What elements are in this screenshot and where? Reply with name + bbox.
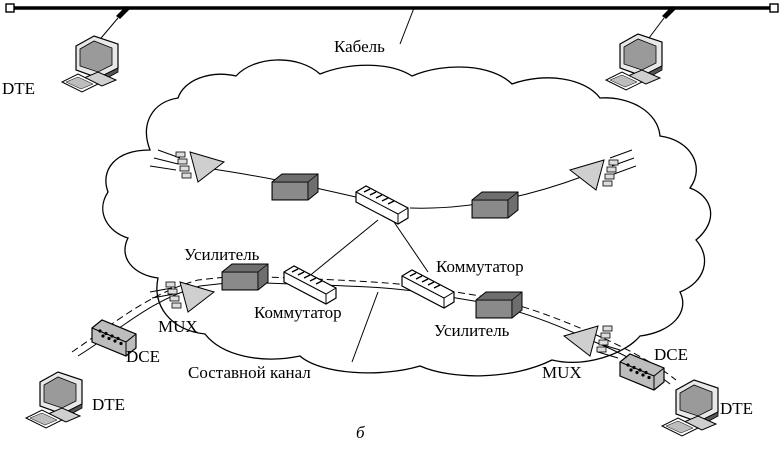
dte-label-bottom-left: DTE xyxy=(92,395,125,414)
dte-label-bottom-right: DTE xyxy=(720,399,753,418)
amplifier-upper-right xyxy=(471,191,519,219)
amplifier-upper-left xyxy=(271,173,319,201)
cable-label: Кабель xyxy=(334,37,385,56)
mux-label-left: MUX xyxy=(158,317,198,336)
switch-label-2: Коммутатор xyxy=(436,257,524,276)
dce-label-left: DCE xyxy=(126,347,160,366)
dte-computer-top-right xyxy=(605,33,663,91)
amplifier-lower-right xyxy=(475,291,523,319)
composite-channel-label: Составной канал xyxy=(188,363,311,382)
dte-label-top: DTE xyxy=(2,79,35,98)
amplifier-lower-left xyxy=(221,263,269,291)
cable-tap-left xyxy=(116,6,130,19)
cable-tap-right xyxy=(662,6,676,19)
dte-computer-bottom-right xyxy=(661,379,719,437)
switch-label-1: Коммутатор xyxy=(254,303,342,322)
composite-channel-leader xyxy=(351,291,379,363)
cable-terminator-right xyxy=(769,3,779,13)
dce-label-right: DCE xyxy=(654,345,688,364)
cable-label-leader xyxy=(399,7,415,45)
dte-computer-top-left xyxy=(61,35,119,93)
cable-terminator-left xyxy=(5,3,15,13)
cross-link-left xyxy=(301,219,379,283)
amplifier-label-2: Усилитель xyxy=(434,321,510,340)
caption-b: б xyxy=(356,423,365,442)
amplifier-label-1: Усилитель xyxy=(184,245,260,264)
mux-label-right: MUX xyxy=(542,363,582,382)
cross-link-right xyxy=(393,221,429,273)
bottom-wan-network: Усилитель Коммутатор Коммутатор MUX Усил… xyxy=(25,59,753,442)
dte-computer-bottom-left xyxy=(25,371,83,429)
